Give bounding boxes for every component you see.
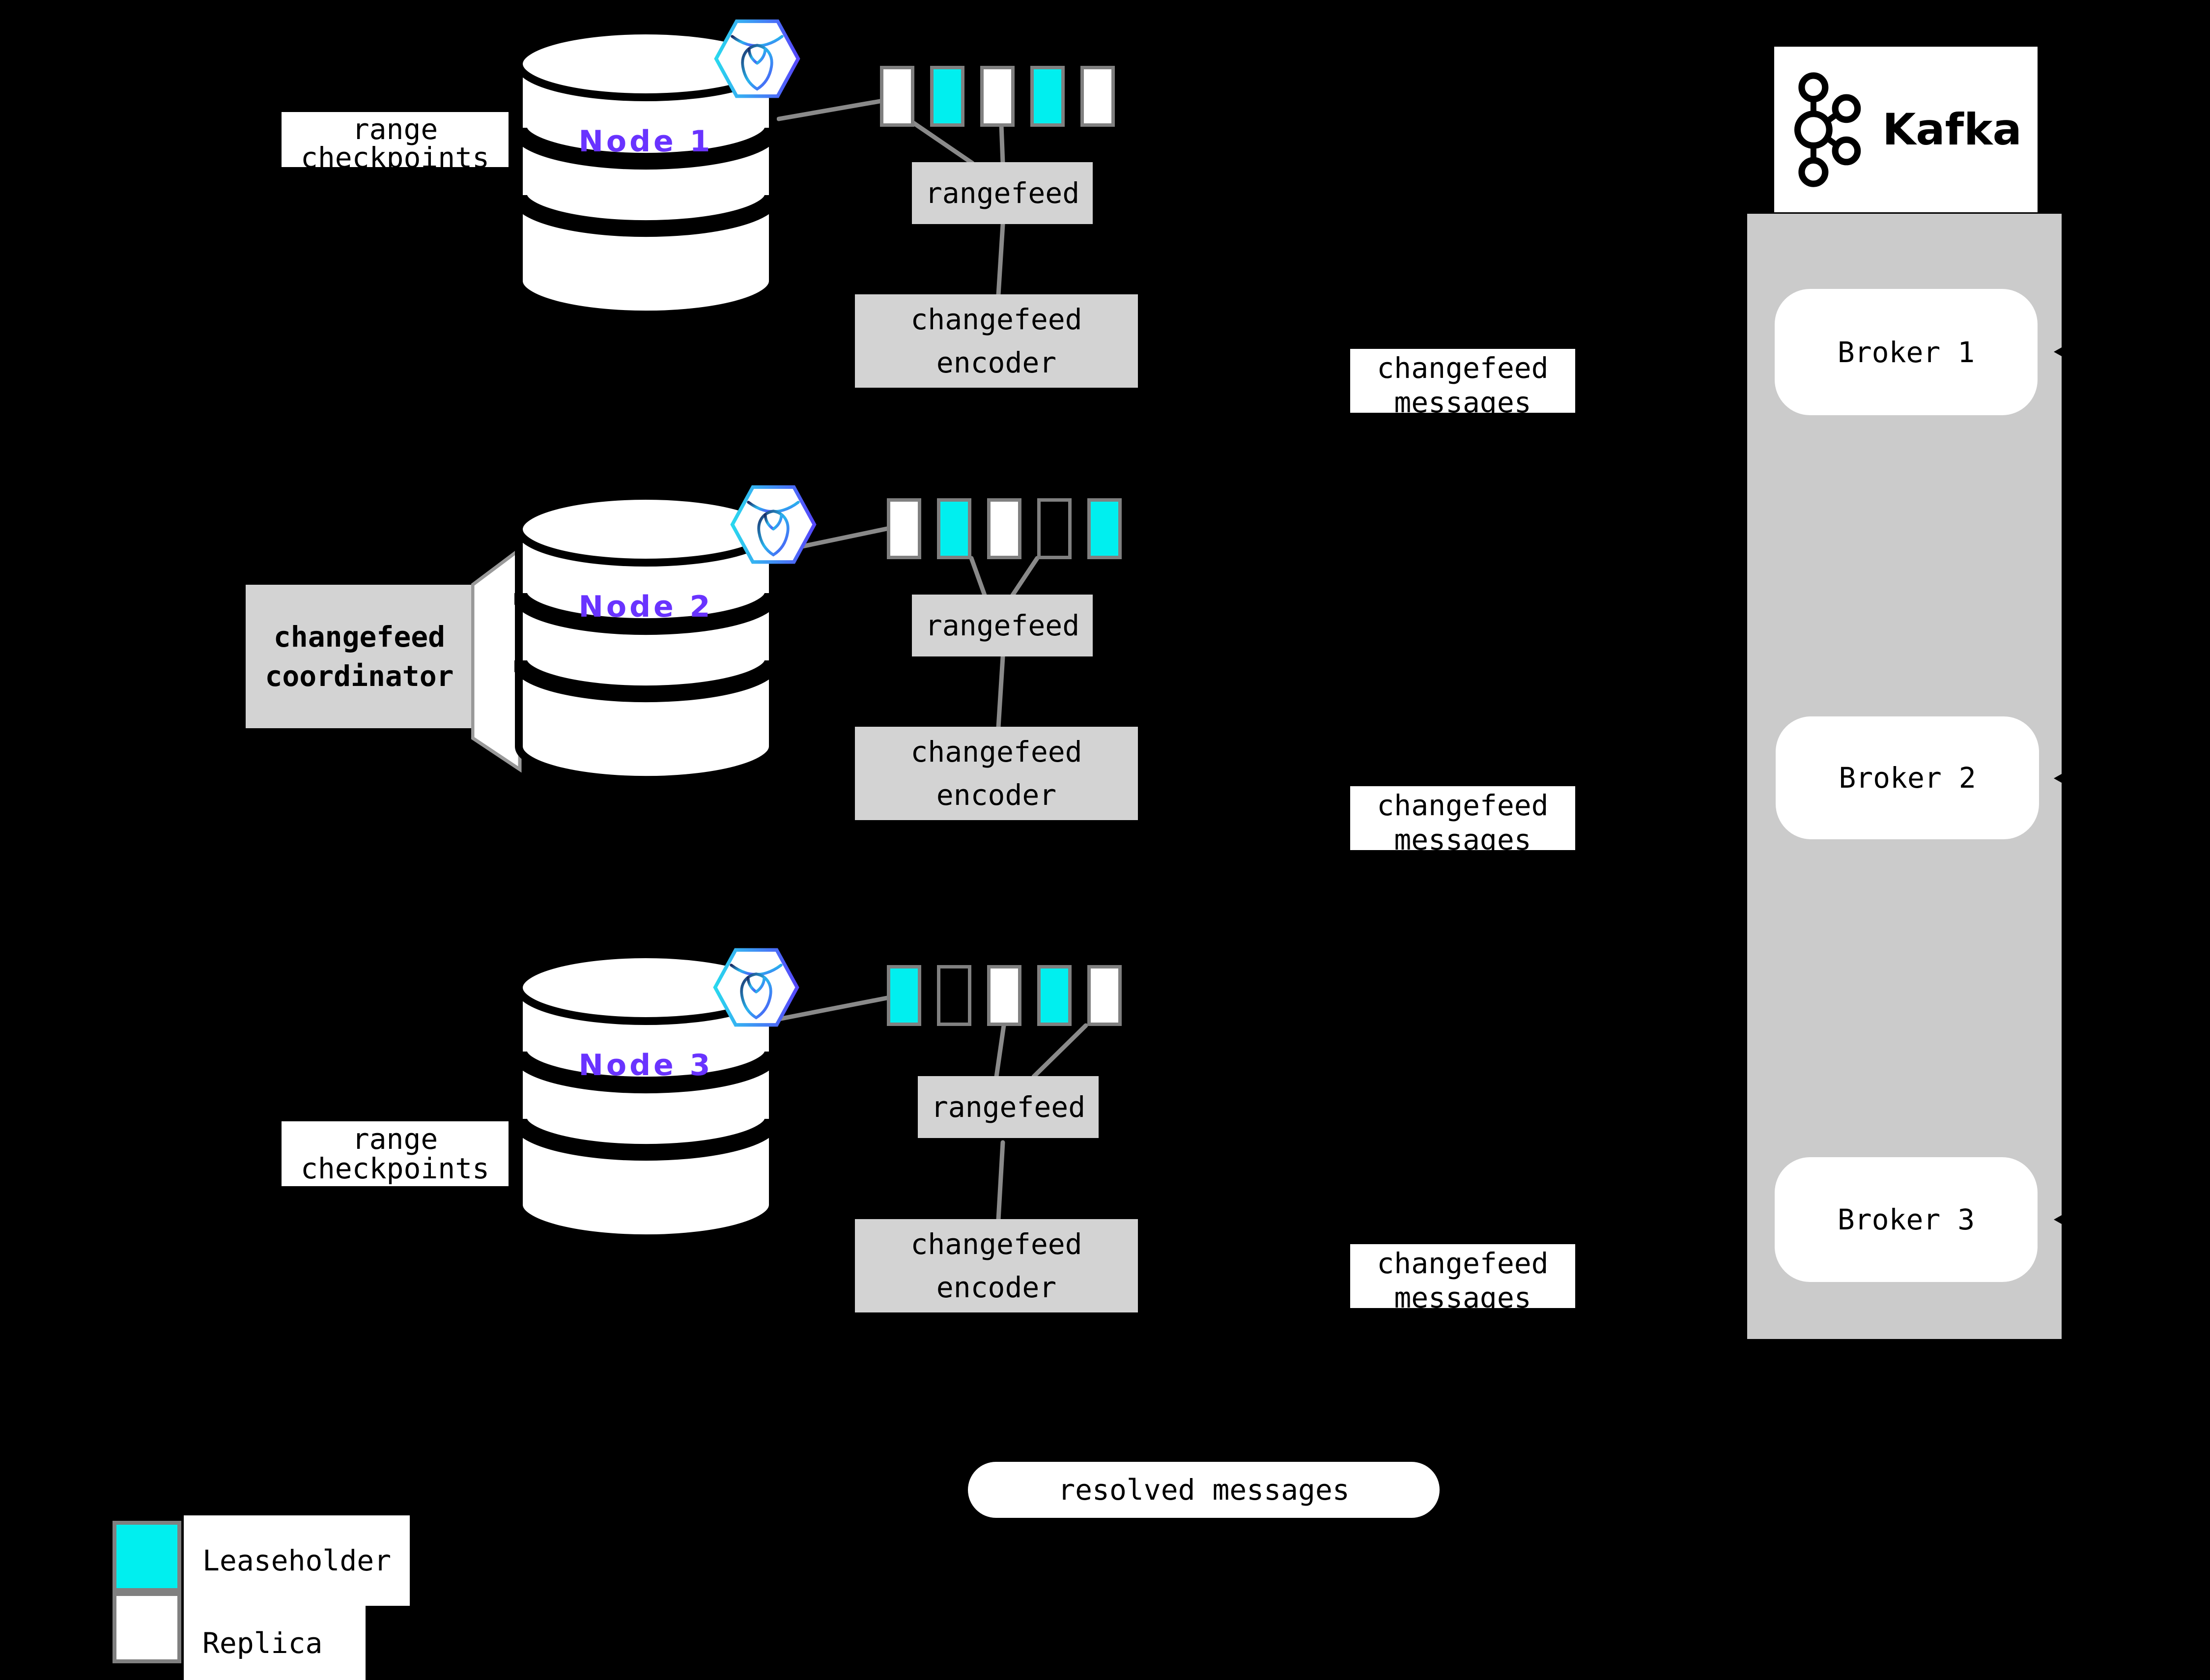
legend-label-leaseholder: Leaseholder <box>184 1515 410 1606</box>
resolved-messages-pill: resolved messages <box>968 1462 1440 1518</box>
node1-label: Node 1 <box>578 124 713 159</box>
changefeed-encoder-label: changefeed encoder <box>910 1227 1082 1304</box>
broker-1: Broker 1 <box>1775 289 2038 415</box>
changefeed-encoder-label: changefeed encoder <box>910 303 1082 379</box>
changefeed-messages-label-2: changefeed messages <box>1350 786 1575 850</box>
changefeed-encoder-box-node2: changefeed encoder <box>855 727 1138 820</box>
range-cell <box>1030 66 1065 127</box>
range-cell <box>937 498 971 559</box>
range-cell <box>880 66 914 127</box>
changefeed-messages-text: changefeed messages <box>1377 1247 1549 1308</box>
range-cell <box>1037 498 1072 559</box>
range-cell <box>887 965 921 1026</box>
rangefeed-box-node3: rangefeed <box>918 1076 1099 1138</box>
broker-2: Broker 2 <box>1776 716 2039 839</box>
range-cell <box>980 66 1015 127</box>
kafka-title: Kafka <box>1882 104 2022 155</box>
changefeed-encoder-box-node1: changefeed encoder <box>855 294 1138 388</box>
range-cell <box>1087 498 1122 559</box>
changefeed-messages-text: changefeed messages <box>1377 351 1549 413</box>
range-checkpoints-label-top: range checkpoints <box>282 112 509 167</box>
node2-label: Node 2 <box>578 590 713 624</box>
range-cell <box>937 965 971 1026</box>
kafka-header: Kafka <box>1774 47 2038 212</box>
legend-swatch-leaseholder <box>113 1521 181 1592</box>
range-cell <box>987 965 1021 1026</box>
range-cell <box>930 66 964 127</box>
range-cell <box>987 498 1021 559</box>
changefeed-encoder-box-node3: changefeed encoder <box>855 1219 1138 1312</box>
range-checkpoints-label-bottom: range checkpoints <box>282 1121 509 1186</box>
changefeed-messages-text: changefeed messages <box>1377 789 1549 850</box>
changefeed-messages-label-3: changefeed messages <box>1350 1244 1575 1308</box>
range-cell <box>1087 965 1122 1026</box>
node3-label: Node 3 <box>578 1048 713 1082</box>
range-cell <box>887 498 921 559</box>
changefeed-encoder-label: changefeed encoder <box>910 735 1082 812</box>
changefeed-messages-label-1: changefeed messages <box>1350 349 1575 413</box>
rangefeed-box-node2: rangefeed <box>912 595 1093 656</box>
range-cell <box>1037 965 1072 1026</box>
coordinator-pointer-shape <box>471 546 522 773</box>
legend-swatch-replica <box>113 1592 181 1663</box>
changefeed-coordinator-box: changefeed coordinator <box>246 585 473 728</box>
range-cell <box>1080 66 1115 127</box>
broker-3: Broker 3 <box>1775 1157 2038 1282</box>
rangefeed-box-node1: rangefeed <box>912 162 1093 224</box>
legend-label-replica: Replica <box>184 1606 366 1680</box>
changefeed-coordinator-label: changefeed coordinator <box>265 620 454 693</box>
